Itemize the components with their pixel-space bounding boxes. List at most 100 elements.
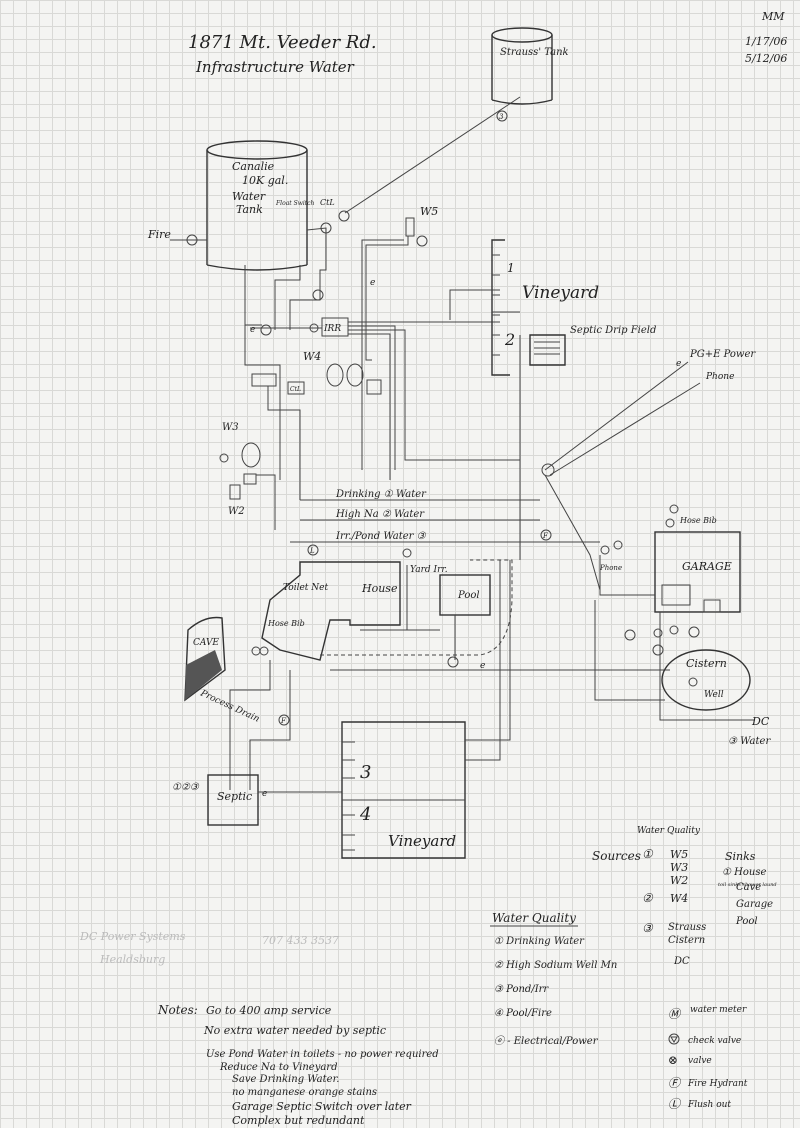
irr-pond-line-label: Irr./Pond Water ③: [335, 531, 427, 542]
e-marker-1: e: [370, 278, 375, 288]
notes-label: Notes:: [157, 1003, 198, 1017]
pool: Pool: [439, 574, 491, 616]
septic-drip-field: Septic Drip Field: [529, 325, 656, 366]
svg-text:e: e: [676, 359, 681, 369]
faint-dc-power-note: DC Power Systems Healdsburg 707 433 3537: [79, 930, 339, 966]
drinking-water-line-label: Drinking ① Water: [335, 489, 427, 500]
sources-title: Sources: [592, 849, 641, 863]
garage: GARAGE: [654, 531, 741, 613]
sources-q2: ②: [642, 891, 654, 905]
note-5: Save Drinking Water.: [232, 1074, 339, 1085]
water-quality-header: Water Quality: [637, 826, 701, 836]
hose-bib-label: Hose Bib: [267, 619, 305, 628]
vineyard-12-label: Vineyard: [522, 283, 599, 303]
sink-pool: Pool: [735, 916, 758, 927]
garage-phone-label: Phone: [599, 564, 622, 572]
legend-item-3: ③ Pond/Irr: [494, 984, 549, 995]
yard-irr-label: Yard Irr.: [410, 565, 448, 575]
well-label: Well: [704, 690, 724, 700]
symbol-hydrant: Ⓕ: [668, 1076, 682, 1090]
vineyard-3-4: 3 4 Vineyard: [341, 721, 466, 859]
process-drain-label: Process Drain: [198, 688, 261, 725]
phone-label: Phone: [705, 372, 734, 382]
pge-power-label: PG+E Power: [689, 349, 756, 360]
legend-title: Water Quality: [492, 911, 576, 925]
source-strauss: Strauss: [668, 922, 706, 933]
faint-line1: DC Power Systems: [79, 930, 186, 943]
svg-text:e: e: [250, 325, 255, 335]
legend-item-1: ① Drinking Water: [494, 936, 585, 947]
dc-label: DC: [751, 715, 770, 728]
w4-label: W4: [303, 350, 321, 363]
vineyard-1-2: 1 2 Vineyard: [491, 239, 599, 376]
pool-label: Pool: [457, 590, 480, 601]
house: Toilet Net House: [261, 561, 401, 661]
sink-cave: Cave: [736, 882, 761, 893]
svg-text:e: e: [262, 789, 267, 799]
svg-text:e: e: [480, 661, 485, 671]
w2-label: W2: [228, 506, 245, 517]
septic-label: Septic: [217, 790, 252, 803]
sink-house: ① House: [722, 867, 766, 878]
address-title: 1871 Mt. Veeder Rd.: [188, 32, 377, 53]
symbol-check-valve-label: check valve: [688, 1036, 741, 1046]
canalie-line1: Canalie: [232, 160, 275, 173]
high-na-line-label: High Na ② Water: [335, 509, 425, 520]
faint-line2: Healdsburg: [99, 953, 165, 966]
vineyard-2-num: 2: [504, 330, 515, 349]
cistern-label: Cistern: [686, 657, 727, 670]
sources-q3: ③: [642, 921, 654, 935]
vineyard-3-num: 3: [360, 762, 371, 783]
canalie-tank: Canalie 10K gal. Water Tank Float Switch: [206, 140, 315, 271]
w5-label: W5: [420, 205, 438, 218]
dc-water-label: ③ Water: [728, 736, 771, 747]
canalie-line2: 10K gal.: [242, 174, 288, 187]
svg-text:F: F: [280, 717, 287, 725]
symbol-flush: Ⓛ: [668, 1097, 682, 1111]
source-dc: DC: [673, 956, 690, 967]
vineyard-4-num: 4: [359, 804, 371, 825]
symbol-valve: ⊗: [668, 1053, 678, 1067]
strauss-tank: Strauss' Tank: [491, 27, 569, 105]
sources-q1: ①: [642, 847, 654, 861]
septic-codes: ①②③: [172, 782, 200, 793]
strauss-tank-label: Strauss' Tank: [500, 47, 569, 58]
svg-text:CtL: CtL: [290, 386, 301, 393]
vineyard-1-num: 1: [507, 261, 515, 275]
ctl-label: CtL: [320, 198, 335, 207]
legend-item-2: ② High Sodium Well Mn: [494, 960, 617, 971]
symbol-valve-label: valve: [688, 1056, 712, 1066]
cave-label: CAVE: [193, 638, 219, 648]
svg-text:F: F: [542, 532, 549, 540]
sinks-title: Sinks: [725, 850, 756, 863]
note-6: no manganese orange stains: [232, 1087, 377, 1098]
sink-house-note: toil sinks shower laund: [718, 882, 777, 888]
septic-drip-label: Septic Drip Field: [570, 325, 656, 336]
source-w5: W5: [670, 848, 688, 861]
symbol-flush-label: Flush out: [687, 1100, 731, 1110]
source-w3: W3: [670, 861, 688, 874]
note-7: Garage Septic Switch over later: [232, 1100, 412, 1113]
author-initials: MM: [761, 10, 785, 23]
garage-label: GARAGE: [682, 560, 732, 573]
cave: CAVE: [184, 616, 226, 702]
note-1: Go to 400 amp service: [206, 1004, 332, 1017]
note-3: Use Pond Water in toilets - no power req…: [206, 1049, 439, 1060]
irr-label: IRR: [323, 324, 341, 334]
legend-item-5: ⓔ - Electrical/Power: [494, 1035, 599, 1047]
symbol-meter: Ⓜ: [668, 1007, 682, 1021]
legend-item-4: ④ Pool/Fire: [494, 1008, 552, 1019]
svg-text:3: 3: [499, 113, 504, 121]
note-4: Reduce Na to Vineyard: [219, 1062, 338, 1073]
float-switch-label: Float Switch: [275, 200, 315, 207]
date-2: 5/12/06: [745, 52, 787, 65]
symbol-hydrant-label: Fire Hydrant: [687, 1079, 748, 1089]
note-8: Complex but redundant: [232, 1114, 365, 1127]
source-w2: W2: [670, 874, 688, 887]
canalie-line4: Tank: [236, 203, 263, 216]
w3-label: W3: [222, 422, 239, 433]
check-valve-icon: [668, 1033, 680, 1045]
source-cistern: Cistern: [668, 935, 705, 946]
sink-garage: Garage: [736, 899, 773, 910]
